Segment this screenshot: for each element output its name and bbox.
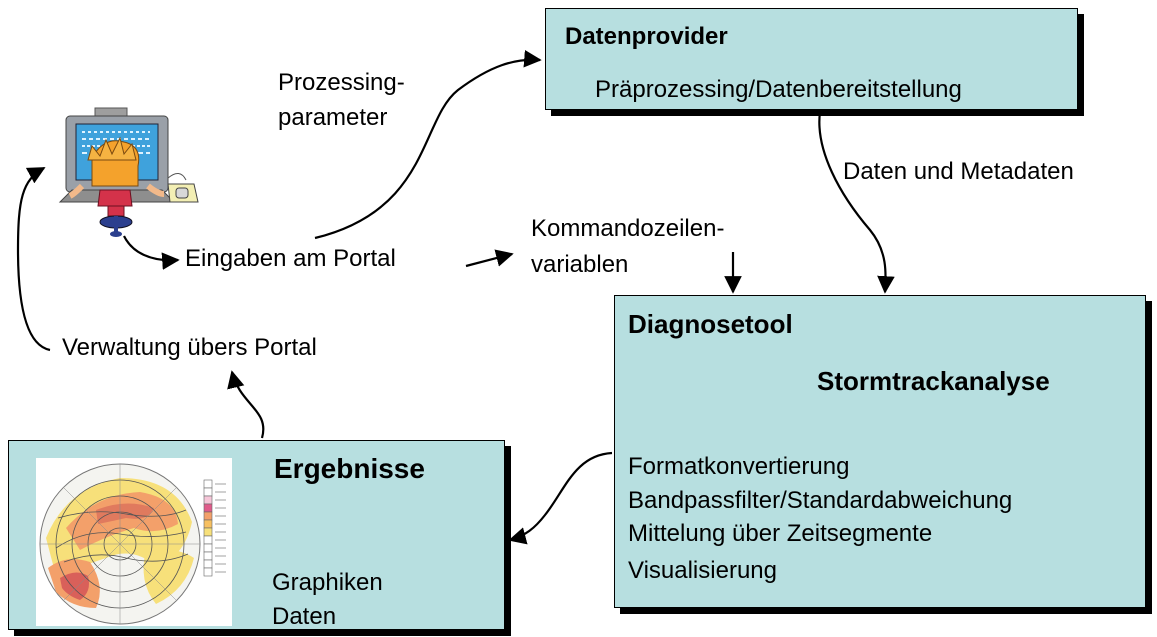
label-verwaltung: Verwaltung übers Portal [62, 334, 317, 361]
diagnosetool-step-4: Visualisierung [628, 557, 777, 584]
arrow-provider-to-diagnosetool [818, 111, 895, 294]
ergebnisse-item-daten: Daten [272, 603, 337, 630]
diagnosetool-step-2: Bandpassfilter/Standardabweichung [628, 487, 1013, 514]
diagnosetool-subtitle: Stormtrackanalyse [817, 366, 1050, 396]
diagnosetool-title: Diagnosetool [628, 309, 793, 339]
label-kommandozeilen: Kommandozeilen- [531, 215, 725, 242]
arrow-user-to-eingaben [123, 235, 180, 270]
diagnosetool-step-1: Formatkonvertierung [628, 453, 850, 480]
computer-user-icon [58, 107, 199, 237]
label-variablen: variablen [531, 251, 629, 278]
label-eingaben: Eingaben am Portal [185, 245, 396, 272]
arrow-diagnosetool-to-ergebnisse [508, 451, 613, 545]
arrow-ergebnisse-to-verwaltung [227, 370, 265, 439]
datenprovider-title: Datenprovider [565, 23, 728, 50]
label-daten-metadaten: Daten und Metadaten [843, 158, 1074, 185]
polar-map-thumbnail [36, 458, 232, 626]
ergebnisse-item-graphiken: Graphiken [272, 569, 383, 596]
label-prozessing: Prozessing- [278, 69, 405, 96]
arrow-eingaben-to-kommando [465, 249, 514, 268]
diagnosetool-step-3: Mittelung über Zeitsegmente [628, 520, 933, 547]
diagnosetool-box [614, 295, 1146, 608]
label-parameter: parameter [278, 104, 388, 131]
datenprovider-subtitle: Präprozessing/Datenbereitstellung [595, 76, 962, 103]
arrow-verwaltung-to-user [16, 167, 51, 352]
arrow-user-to-provider [314, 49, 542, 240]
ergebnisse-title: Ergebnisse [274, 453, 425, 484]
datenprovider-box [545, 8, 1078, 110]
